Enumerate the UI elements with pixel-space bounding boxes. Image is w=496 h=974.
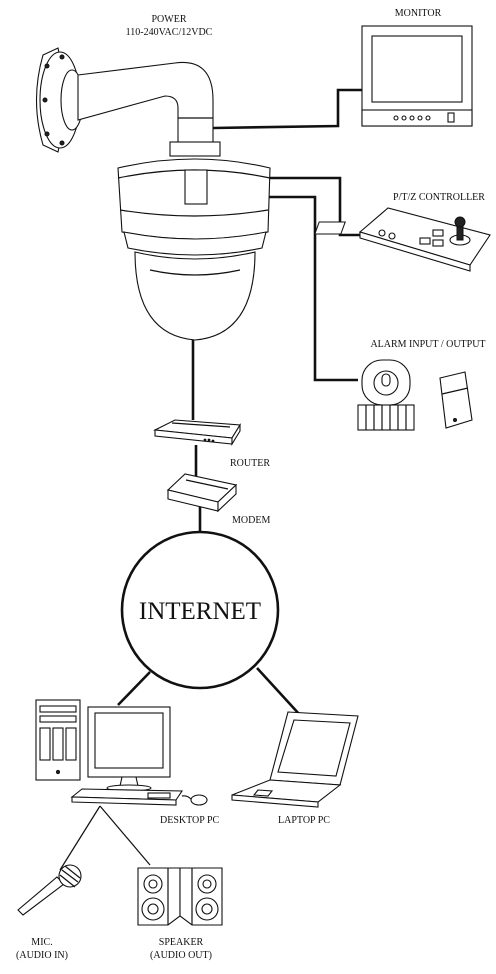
- router-led-icon: [207, 438, 211, 442]
- laptop-front-edge: [231, 794, 319, 808]
- ptz-cable: [268, 176, 360, 237]
- alarm-sensor-base: [357, 404, 415, 431]
- camera-collar: [169, 141, 221, 157]
- camera-dome: [134, 251, 256, 341]
- pc-drive-bay: [39, 705, 77, 713]
- power-spec-label: 110-240VAC/12VDC: [126, 27, 213, 38]
- controller-key-icon: [388, 232, 396, 240]
- modem-label: MODEM: [232, 515, 270, 526]
- alarm-label: ALARM INPUT / OUTPUT: [370, 339, 485, 350]
- screw-icon: [59, 140, 65, 146]
- mouse-cord: [181, 795, 192, 800]
- speaker-sub-label: (AUDIO OUT): [150, 950, 212, 961]
- speaker-woofer-core: [201, 903, 213, 915]
- alarm-sensor-lamp: [381, 373, 391, 387]
- router-side: [231, 423, 241, 446]
- housing-latch: [184, 169, 208, 205]
- joystick-knob-icon: [454, 216, 466, 228]
- modem-ridge: [185, 479, 229, 490]
- microphone: [17, 864, 82, 916]
- screw-icon: [59, 54, 65, 60]
- alarm-cable: [262, 195, 358, 382]
- pc-power-icon: [55, 769, 61, 775]
- mic-sub-label: (AUDIO IN): [16, 950, 68, 961]
- monitor: [361, 25, 473, 127]
- pc-panel: [52, 727, 64, 761]
- monitor-cable: [212, 88, 362, 130]
- monitor-power-icon: [447, 112, 455, 123]
- dome-camera: [35, 47, 271, 341]
- monitor-knob-icon: [425, 115, 431, 121]
- mic-grill: [59, 865, 81, 888]
- pc-monitor-screen: [94, 712, 164, 769]
- connection-lines: [59, 88, 362, 871]
- router-led-icon: [203, 438, 207, 442]
- speaker-tweeter-core: [202, 879, 212, 889]
- pc-keypad: [147, 792, 171, 799]
- laptop-touchpad: [252, 789, 274, 797]
- power-label: POWER: [152, 14, 187, 25]
- monitor-knob-icon: [393, 115, 399, 121]
- screw-icon: [42, 97, 48, 103]
- monitor-screen: [371, 35, 463, 103]
- controller-key-icon: [432, 239, 444, 247]
- router: [153, 419, 241, 446]
- controller-display: [314, 221, 346, 235]
- desktop-label: DESKTOP PC: [160, 815, 220, 826]
- dome-reflection: [149, 269, 241, 276]
- pc-panel: [39, 727, 51, 761]
- mount-arm: [77, 61, 214, 143]
- speaker-tweeter-core: [148, 879, 158, 889]
- mic-cable: [59, 805, 101, 871]
- modem: [166, 473, 238, 513]
- monitor-panel: [361, 109, 473, 127]
- screw-icon: [44, 63, 50, 69]
- monitor-knob-icon: [401, 115, 407, 121]
- monitor-knob-icon: [409, 115, 415, 121]
- controller-key-icon: [432, 229, 444, 237]
- mic-handle: [17, 876, 65, 916]
- alarm-detector: [439, 371, 473, 429]
- monitor-knob-icon: [417, 115, 423, 121]
- speakers: [137, 867, 223, 926]
- controller-edge: [359, 231, 471, 272]
- controller-key-icon: [378, 229, 386, 237]
- laptop-label: LAPTOP PC: [278, 815, 330, 826]
- desktop-pc: [35, 699, 208, 806]
- pc-drive-bay: [39, 715, 77, 723]
- speaker-cable: [99, 805, 151, 866]
- ptz-controller-label: P/T/Z CONTROLLER: [393, 192, 485, 203]
- monitor-label: MONITOR: [395, 8, 442, 19]
- housing-band-lower: [119, 209, 269, 217]
- pc-panel: [65, 727, 77, 761]
- desktop-link: [117, 671, 151, 706]
- pc-keyboard-front: [71, 796, 177, 806]
- mic-label: MIC.: [31, 937, 52, 948]
- speaker-label: SPEAKER: [159, 937, 204, 948]
- router-label: ROUTER: [230, 458, 270, 469]
- detector-seam: [441, 387, 469, 395]
- alarm-devices: [357, 359, 473, 431]
- speaker-woofer-core: [147, 903, 159, 915]
- router-vent: [171, 422, 231, 428]
- detector-led-icon: [453, 418, 457, 422]
- screw-icon: [44, 131, 50, 137]
- laptop-link: [256, 667, 301, 716]
- laptop-pc: [231, 711, 359, 808]
- internet-label: INTERNET: [139, 598, 261, 625]
- internet-cloud: INTERNET: [120, 530, 280, 690]
- modem-side: [217, 483, 237, 513]
- pc-mouse: [190, 794, 208, 806]
- router-led-icon: [211, 439, 215, 443]
- internet-circle: [120, 530, 280, 690]
- camera-trim: [123, 231, 267, 256]
- laptop-screen: [277, 719, 351, 777]
- controller-key-icon: [419, 237, 431, 245]
- ptz-controller: [314, 207, 491, 272]
